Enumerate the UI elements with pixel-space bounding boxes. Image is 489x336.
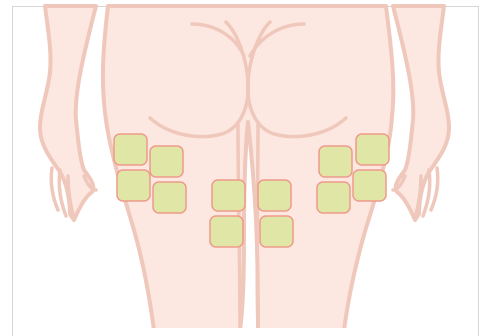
electrode-pad: [319, 146, 352, 177]
electrode-pad: [258, 180, 291, 211]
electrode-pad: [260, 216, 293, 247]
electrode-pad: [212, 180, 245, 211]
electrode-pad: [353, 170, 386, 201]
electrode-pad: [356, 134, 389, 165]
electrode-pad: [210, 216, 243, 247]
electrode-pad: [317, 182, 350, 213]
thigh-illustration: [0, 0, 489, 328]
electrode-pad: [150, 146, 183, 177]
electrode-pad: [114, 134, 147, 165]
inner-thigh-line-right: [257, 124, 258, 328]
electrode-pad: [117, 170, 150, 201]
electrode-pad: [153, 182, 186, 213]
